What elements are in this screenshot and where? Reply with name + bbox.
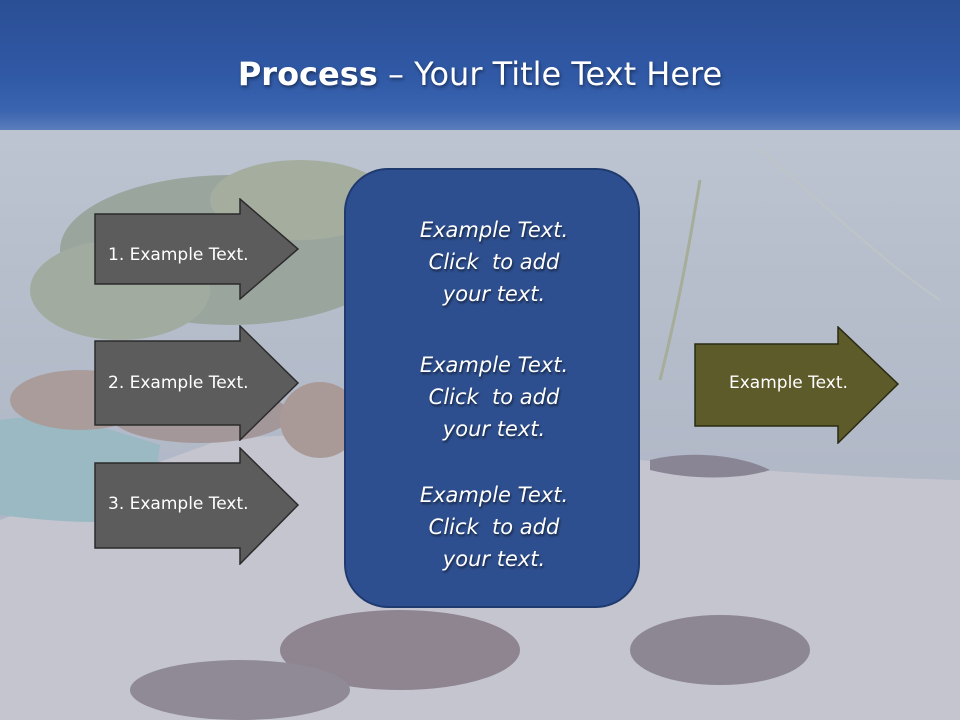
output-arrow [694, 326, 900, 444]
center-block-1-line-3: your text. [442, 282, 546, 306]
left-arrow-1-label: 1. Example Text. [108, 245, 249, 265]
center-block-3-line-1: Example Text. [419, 483, 569, 507]
slide-title: Process – Your Title Text Here [0, 52, 960, 96]
center-block-1-line-1: Example Text. [419, 218, 569, 242]
left-arrow-2 [94, 325, 300, 441]
center-block-1-line-2: Click to add [428, 250, 560, 274]
center-block-2-line-2: Click to add [428, 385, 560, 409]
center-block-2-line-1: Example Text. [419, 353, 569, 377]
center-block-2: Example Text. Click to add your text. [346, 349, 642, 445]
left-arrow-2-label: 2. Example Text. [108, 373, 249, 393]
center-box: Example Text. Click to add your text. Ex… [344, 168, 640, 608]
title-bold: Process [237, 55, 378, 93]
left-arrow-3-label: 3. Example Text. [108, 494, 249, 514]
center-block-2-line-3: your text. [442, 417, 546, 441]
left-arrow-3 [94, 447, 300, 565]
center-block-3: Example Text. Click to add your text. [346, 479, 642, 575]
title-band [0, 0, 960, 130]
center-block-3-line-2: Click to add [428, 515, 560, 539]
title-rest: – Your Title Text Here [377, 55, 723, 93]
left-arrow-1 [94, 198, 300, 300]
center-block-3-line-3: your text. [442, 547, 546, 571]
center-block-1: Example Text. Click to add your text. [346, 214, 642, 310]
output-arrow-label: Example Text. [729, 373, 848, 393]
